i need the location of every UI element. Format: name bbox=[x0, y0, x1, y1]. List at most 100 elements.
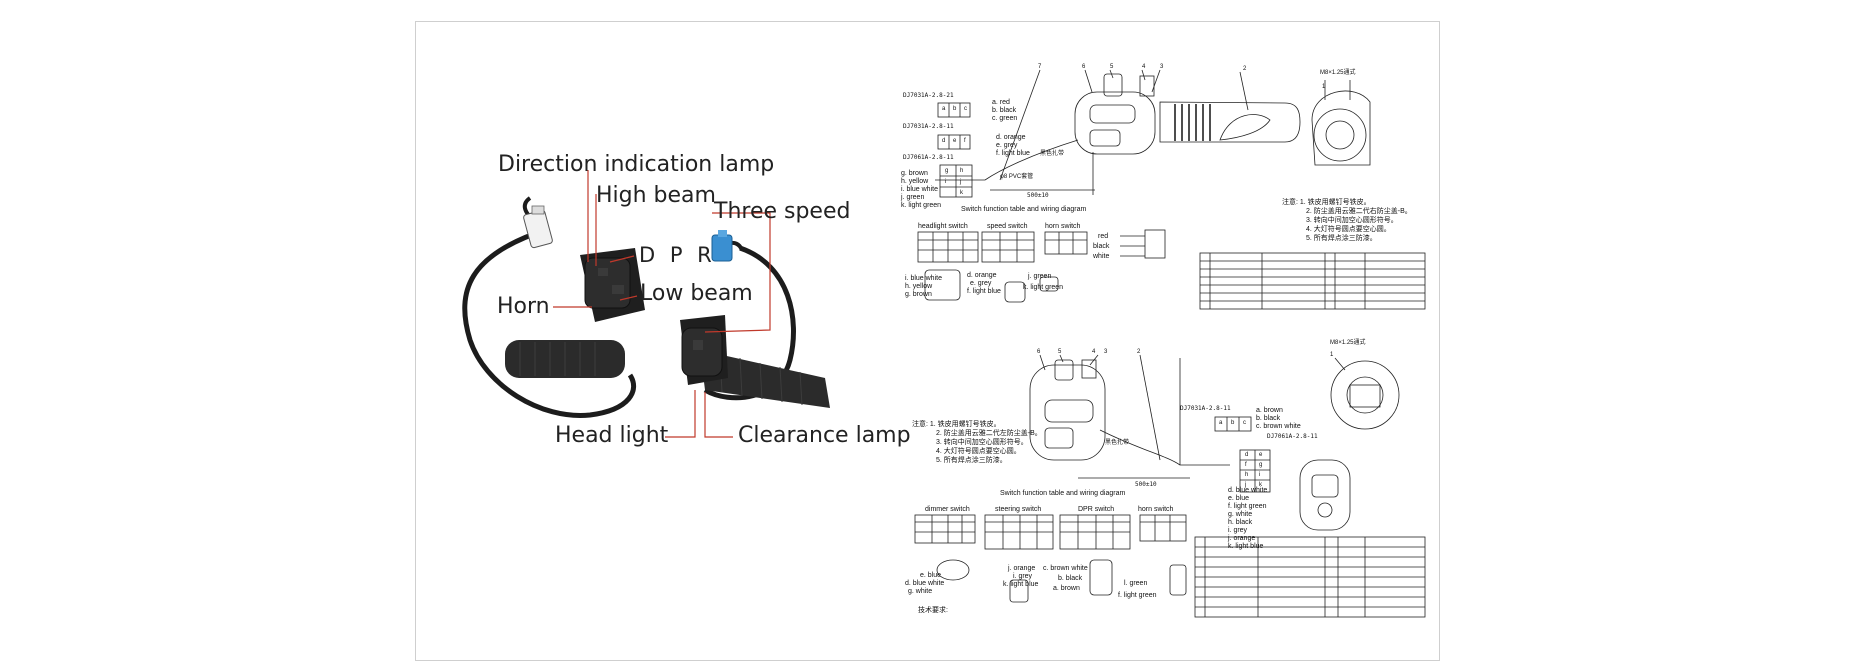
top-bw2-f: f. light blue bbox=[967, 288, 1001, 295]
bottom-bw1-e: e. blue bbox=[920, 572, 942, 579]
label-clearance-lamp: Clearance lamp bbox=[738, 423, 911, 448]
bottom-bw4-f: f. light green bbox=[1118, 592, 1157, 599]
bottom-note-1: 注意: 1. 铁皮用螺钉号铁皮。 bbox=[912, 421, 1001, 428]
bottom-technical-drawing bbox=[914, 354, 1426, 618]
top-table-title: Switch function table and wiring diagram bbox=[961, 206, 1087, 213]
top-num-5: 5 bbox=[1110, 64, 1114, 70]
bottom-conn-g: g bbox=[1259, 462, 1263, 468]
bottom-wire-c: c. brown white bbox=[1256, 423, 1301, 430]
bottom-wire-e: e. blue bbox=[1228, 495, 1250, 502]
top-wire-c: c. green bbox=[992, 115, 1018, 122]
bottom-sub-dimmer: dimmer switch bbox=[925, 506, 970, 513]
bottom-wire-i: i. grey bbox=[1228, 527, 1248, 534]
top-sub-headlight: headlight switch bbox=[918, 223, 968, 230]
top-wire-i: i. blue white bbox=[901, 186, 938, 193]
bottom-bw3-c: c. brown white bbox=[1043, 565, 1088, 572]
top-bw2-e: e. grey bbox=[970, 280, 992, 287]
top-wire-black: black bbox=[1093, 243, 1110, 250]
bottom-sub-horn: horn switch bbox=[1138, 506, 1174, 513]
top-pvc-label: φ8 PVC套管 bbox=[1000, 174, 1034, 180]
top-conn-a: a bbox=[942, 106, 946, 112]
top-technical-drawing bbox=[917, 69, 1426, 310]
top-wire-g: g. brown bbox=[901, 170, 928, 177]
top-note-4: 4. 大灯符号圆点要空心圆。 bbox=[1306, 226, 1391, 233]
bottom-num-5: 5 bbox=[1058, 349, 1062, 355]
left-switch-assembly bbox=[462, 196, 645, 418]
top-part-no-2: DJ7031A-2.8-11 bbox=[903, 123, 954, 130]
bottom-tech-requirements: 技术要求: bbox=[918, 607, 948, 614]
top-wire-k: k. light green bbox=[901, 202, 942, 209]
bottom-note-3: 3. 转向中间加空心圆形符号。 bbox=[936, 439, 1028, 446]
bottom-conn-k: k bbox=[1259, 482, 1262, 488]
bottom-dim-500: 500±10 bbox=[1135, 481, 1157, 488]
top-note-1: 注意: 1. 铁皮用螺钉号铁皮。 bbox=[1282, 199, 1371, 206]
right-switch-assembly bbox=[680, 230, 830, 408]
bottom-black-ring: 黑色扎带 bbox=[1105, 440, 1130, 446]
top-note-3: 3. 转向中间加空心圆形符号。 bbox=[1306, 217, 1398, 224]
top-num-1: 1 bbox=[1322, 84, 1326, 90]
bottom-conn-d: d bbox=[1245, 452, 1249, 458]
bottom-num-6: 6 bbox=[1037, 349, 1041, 355]
top-wire-b: b. black bbox=[992, 107, 1017, 114]
bottom-note-5: 5. 所有焊点涂三防漆。 bbox=[936, 457, 1007, 464]
top-note-5: 5. 所有焊点涂三防漆。 bbox=[1306, 235, 1377, 242]
top-part-no-3: DJ7061A-2.8-11 bbox=[903, 154, 954, 161]
bottom-wire-b: b. black bbox=[1256, 415, 1281, 422]
top-part-no-1: DJ7031A-2.8-21 bbox=[903, 92, 954, 99]
bottom-bw1-g: g. white bbox=[908, 588, 933, 595]
bottom-num-4: 4 bbox=[1092, 349, 1096, 355]
top-wire-white: white bbox=[1093, 253, 1110, 260]
bottom-sub-dpr: DPR switch bbox=[1078, 506, 1115, 513]
top-bw1-g: g. brown bbox=[905, 291, 932, 298]
bottom-sub-steering: steering switch bbox=[995, 506, 1042, 513]
bottom-conn-i: i bbox=[1259, 472, 1261, 478]
top-conn-h: h bbox=[960, 168, 964, 174]
top-bw3-j: j. green bbox=[1028, 273, 1052, 280]
top-bw1-h: h. yellow bbox=[905, 283, 933, 290]
top-dim-m8: M8×1.25通式 bbox=[1320, 70, 1356, 76]
bottom-conn-a: a bbox=[1219, 420, 1223, 426]
label-direction-indication-lamp: Direction indication lamp bbox=[498, 152, 775, 177]
bottom-part-no-1: DJ7031A-2.8-11 bbox=[1180, 405, 1231, 412]
callout-leaders bbox=[553, 170, 771, 438]
bottom-bw2-i: i. grey bbox=[1013, 573, 1033, 580]
bottom-conn-f: f bbox=[1245, 462, 1247, 468]
top-conn-c: c bbox=[964, 106, 967, 112]
bottom-wire-a: a. brown bbox=[1256, 407, 1283, 414]
top-wire-a: a. red bbox=[992, 99, 1010, 106]
bottom-wire-k: k. light blue bbox=[1228, 543, 1264, 550]
top-num-7: 7 bbox=[1038, 64, 1042, 70]
top-bw2-d: d. orange bbox=[967, 272, 997, 279]
label-horn: Horn bbox=[497, 294, 550, 319]
bottom-wire-h: h. black bbox=[1228, 519, 1253, 526]
bottom-wire-g: g. white bbox=[1228, 511, 1253, 518]
label-dpr: D P R bbox=[639, 243, 716, 267]
top-sub-speed: speed switch bbox=[987, 223, 1028, 230]
bottom-bw2-k: k. light blue bbox=[1003, 581, 1039, 588]
top-wire-red: red bbox=[1098, 233, 1109, 240]
bottom-conn-c: c bbox=[1243, 420, 1246, 426]
label-low-beam: Low beam bbox=[640, 281, 753, 306]
bottom-part-no-2: DJ7061A-2.8-11 bbox=[1267, 433, 1318, 440]
label-head-light: Head light bbox=[555, 423, 669, 448]
top-num-2: 2 bbox=[1243, 66, 1247, 72]
top-num-3: 3 bbox=[1160, 64, 1164, 70]
label-three-speed: Three speed bbox=[714, 199, 851, 224]
bottom-bw3-a: a. brown bbox=[1053, 585, 1080, 592]
bottom-num-2: 2 bbox=[1137, 349, 1141, 355]
bottom-bw2-j: j. orange bbox=[1008, 565, 1036, 572]
bottom-num-3: 3 bbox=[1104, 349, 1108, 355]
bottom-dim-m8: M8×1.25通式 bbox=[1330, 340, 1366, 346]
bottom-table-title: Switch function table and wiring diagram bbox=[1000, 490, 1126, 497]
top-wire-d: d. orange bbox=[996, 134, 1026, 141]
bottom-num-1: 1 bbox=[1330, 352, 1334, 358]
top-dim-500: 500±10 bbox=[1027, 192, 1049, 199]
bottom-wire-j: j. orange bbox=[1228, 535, 1256, 542]
bottom-bw1-d: d. blue white bbox=[905, 580, 945, 587]
top-conn-j: j bbox=[960, 179, 962, 185]
top-bw1-i: i. blue white bbox=[905, 275, 942, 282]
bottom-conn-j: j bbox=[1245, 482, 1247, 488]
bottom-conn-b: b bbox=[1231, 420, 1235, 426]
top-conn-d: d bbox=[942, 138, 946, 144]
